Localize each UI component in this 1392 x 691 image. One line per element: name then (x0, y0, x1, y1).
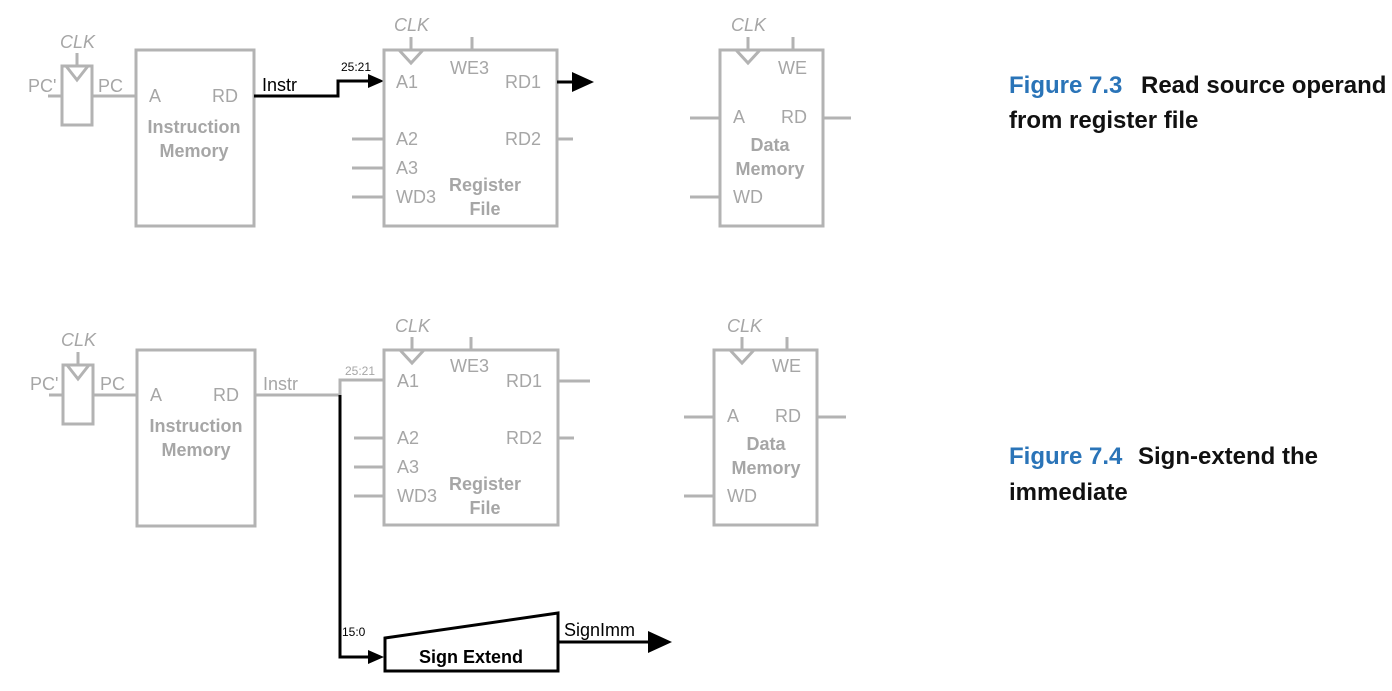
rf-a3-port: A3 (397, 457, 419, 477)
caption-line2-7-3: from register file (1009, 107, 1198, 134)
instr-label: Instr (262, 75, 297, 95)
dm-name-line1: Data (750, 135, 790, 155)
dm-a-port: A (727, 406, 739, 426)
dm-name-line2: Memory (731, 458, 800, 478)
sign-extend-label: Sign Extend (419, 647, 523, 667)
data-memory-box (718, 48, 825, 228)
rf-clk-label: CLK (395, 316, 431, 336)
rf-we3-port: WE3 (450, 356, 489, 376)
dm-we-port: WE (778, 58, 807, 78)
caption-label-7-3: Figure 7.3 (1009, 72, 1122, 99)
caption-7-3: Figure 7.3 Read source operand from regi… (1009, 72, 1386, 134)
bits-15-0-label: 15:0 (342, 625, 366, 639)
pc-clk-label: CLK (60, 32, 96, 52)
imem-name-line2: Memory (161, 440, 230, 460)
caption-line2-7-4: immediate (1009, 479, 1128, 506)
dm-name-line2: Memory (735, 159, 804, 179)
dm-we-port: WE (772, 356, 801, 376)
instruction-memory-box (134, 48, 256, 228)
pc-register-box (60, 64, 94, 127)
dm-rd-port: RD (775, 406, 801, 426)
imem-name-line2: Memory (159, 141, 228, 161)
data-memory-7-3: CLK WE A RD WD Data Memory (690, 15, 851, 228)
caption-7-4: Figure 7.4 Sign-extend the immediate (1009, 443, 1318, 506)
rf-wd3-port: WD3 (397, 486, 437, 506)
rf-name-line2: File (469, 199, 500, 219)
bits-25-21-label: 25:21 (345, 364, 375, 378)
instr-to-a1-wire (254, 79, 372, 98)
instruction-memory-7-3: A RD Instruction Memory (134, 48, 256, 228)
rf-rd2-port: RD2 (505, 129, 541, 149)
dm-wd-port: WD (727, 486, 757, 506)
rf-rd1-port: RD1 (506, 371, 542, 391)
rd1-arrowhead (572, 72, 594, 92)
bits-25-21-label: 25:21 (341, 60, 371, 74)
instr-wire-7-4: Instr 25:21 (255, 364, 384, 397)
rf-name-line2: File (469, 498, 500, 518)
pc-clk-label: CLK (61, 330, 97, 350)
rf-rd2-port: RD2 (506, 428, 542, 448)
rf-a3-port: A3 (396, 158, 418, 178)
caption-line1-7-3: Read source operand (1141, 72, 1386, 99)
sign-extend-arrowhead (368, 650, 384, 664)
instr-to-a1-wire (338, 378, 384, 395)
data-memory-7-4: CLK WE A RD WD Data Memory (684, 316, 846, 527)
imm-wire (338, 395, 372, 659)
rf-a1-port: A1 (396, 72, 418, 92)
dm-name-line1: Data (746, 434, 786, 454)
caption-line1-7-4: Sign-extend the (1138, 443, 1318, 470)
signimm-label: SignImm (564, 620, 635, 640)
instr-label: Instr (263, 374, 298, 394)
rf-rd1-port: RD1 (505, 72, 541, 92)
imem-a-port: A (149, 86, 161, 106)
register-file-7-4: CLK WE3 A1 A2 A3 WD3 RD1 RD2 Register Fi… (354, 316, 590, 527)
pc-register-7-4: CLK PC' PC (30, 330, 137, 426)
rf-we3-port: WE3 (450, 58, 489, 78)
imem-a-port: A (150, 385, 162, 405)
pc-register-box (61, 363, 95, 426)
pc-in-label: PC' (28, 76, 56, 96)
sign-extend-unit (383, 611, 560, 673)
dm-a-port: A (733, 107, 745, 127)
instruction-memory-box (135, 348, 257, 528)
pc-out-label: PC (100, 374, 125, 394)
imem-name-line1: Instruction (150, 416, 243, 436)
signimm-arrowhead (648, 631, 672, 653)
data-memory-box (712, 348, 819, 527)
instr-wire-7-3: Instr 25:21 (254, 60, 384, 98)
imem-rd-port: RD (213, 385, 239, 405)
rf-a2-port: A2 (396, 129, 418, 149)
figure-7-3: CLK PC' PC A RD Instruction Memory Instr… (28, 15, 1386, 228)
rf-name-line1: Register (449, 175, 521, 195)
dm-wd-port: WD (733, 187, 763, 207)
pc-out-label: PC (98, 76, 123, 96)
register-file-7-3: CLK WE3 A1 A2 A3 WD3 RD1 RD2 Register Fi… (352, 15, 594, 228)
caption-label-7-4: Figure 7.4 (1009, 443, 1123, 470)
pc-in-label: PC' (30, 374, 58, 394)
imem-name-line1: Instruction (148, 117, 241, 137)
rf-name-line1: Register (449, 474, 521, 494)
instruction-memory-7-4: A RD Instruction Memory (135, 348, 257, 528)
dm-clk-label: CLK (731, 15, 767, 35)
a1-arrowhead (368, 74, 384, 88)
rf-clk-label: CLK (394, 15, 430, 35)
dm-clk-label: CLK (727, 316, 763, 336)
rf-a2-port: A2 (397, 428, 419, 448)
rf-wd3-port: WD3 (396, 187, 436, 207)
sign-extend-path-7-4: 15:0 Sign Extend SignImm (338, 395, 672, 673)
dm-rd-port: RD (781, 107, 807, 127)
pc-register-7-3: CLK PC' PC (28, 32, 136, 127)
figure-7-4: CLK PC' PC A RD Instruction Memory Instr… (30, 316, 1318, 673)
rf-a1-port: A1 (397, 371, 419, 391)
imem-rd-port: RD (212, 86, 238, 106)
